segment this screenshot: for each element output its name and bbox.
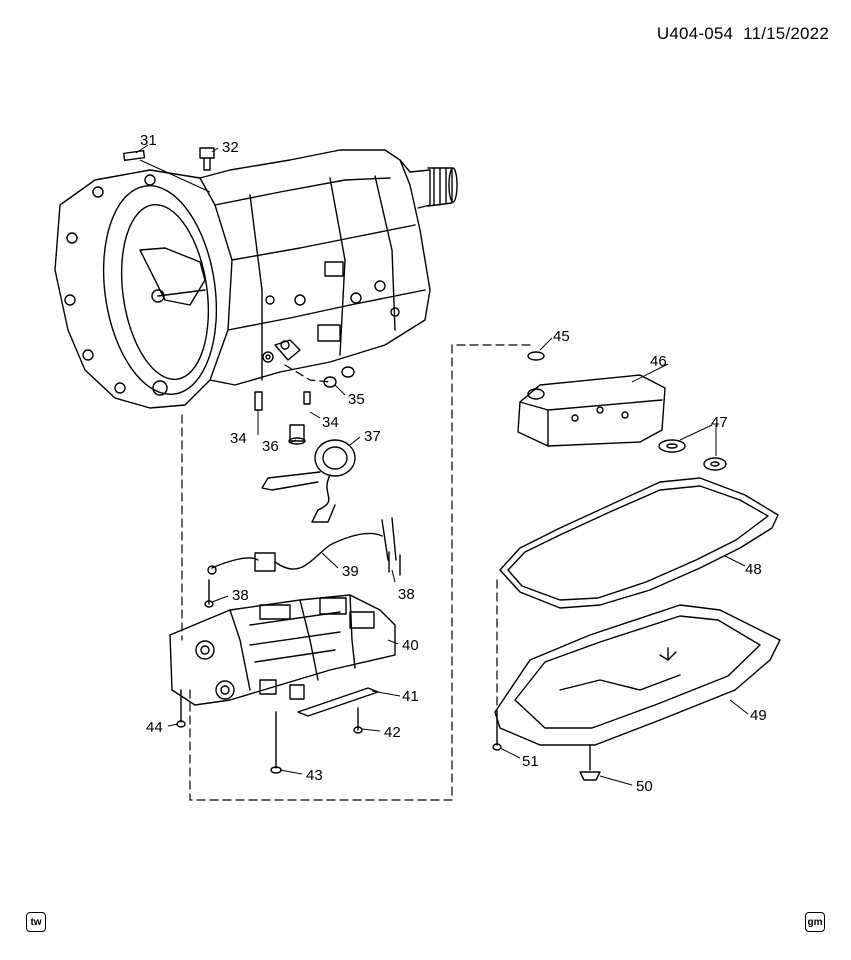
part-48-gasket bbox=[499, 477, 779, 609]
callout-31: 31 bbox=[140, 132, 157, 149]
callout-38b: 38 bbox=[398, 586, 415, 603]
callout-47: 47 bbox=[711, 414, 728, 431]
callout-43: 43 bbox=[306, 767, 323, 784]
callout-49: 49 bbox=[750, 707, 767, 724]
callout-48: 48 bbox=[745, 561, 762, 578]
transmission-case bbox=[54, 149, 458, 409]
part-36-sleeve bbox=[288, 424, 306, 445]
leader-lines bbox=[135, 144, 749, 786]
part-49-oil-pan bbox=[494, 604, 781, 746]
tw-badge-icon: tw bbox=[26, 912, 46, 932]
part-37-harness-connector bbox=[261, 439, 356, 523]
callout-41: 41 bbox=[402, 688, 419, 705]
callout-34a: 34 bbox=[230, 430, 247, 447]
part-50-drain-plug bbox=[579, 744, 601, 781]
diagram-id-header: U404-054 11/15/2022 bbox=[647, 24, 829, 44]
part-38-bolts bbox=[204, 551, 401, 608]
part-46-filter bbox=[517, 374, 666, 447]
part-31-pin bbox=[122, 149, 146, 162]
diagram-date: 11/15/2022 bbox=[743, 24, 829, 43]
part-44-bolt bbox=[176, 689, 186, 728]
part-40-valve-body bbox=[169, 594, 396, 706]
callout-32: 32 bbox=[222, 139, 239, 156]
dashed-assembly-lines bbox=[181, 344, 531, 801]
callout-51: 51 bbox=[522, 753, 539, 770]
callout-36: 36 bbox=[262, 438, 279, 455]
part-42-bolt bbox=[353, 707, 363, 734]
callout-45: 45 bbox=[553, 328, 570, 345]
part-35-plugs bbox=[323, 366, 355, 388]
callout-50: 50 bbox=[636, 778, 653, 795]
callout-46: 46 bbox=[650, 353, 667, 370]
callout-44: 44 bbox=[146, 719, 163, 736]
part-45-seal bbox=[527, 351, 545, 361]
part-47-washers bbox=[658, 439, 727, 471]
gm-logo-icon: gm bbox=[805, 912, 825, 932]
callout-labels: 31 32 34 34 35 36 37 38 38 39 40 41 42 4… bbox=[140, 132, 767, 795]
callout-39: 39 bbox=[342, 563, 359, 580]
callout-42: 42 bbox=[384, 724, 401, 741]
part-32-plug bbox=[199, 147, 215, 171]
callout-35: 35 bbox=[348, 391, 365, 408]
diagram-code: U404-054 bbox=[656, 24, 734, 43]
part-39-wiring-harness bbox=[207, 517, 397, 575]
callout-40: 40 bbox=[402, 637, 419, 654]
callout-37: 37 bbox=[364, 428, 381, 445]
part-41-bracket bbox=[297, 687, 379, 717]
part-34-pins bbox=[254, 391, 311, 411]
part-51-bolt bbox=[492, 711, 502, 751]
callout-34b: 34 bbox=[322, 414, 339, 431]
callout-38a: 38 bbox=[232, 587, 249, 604]
part-43-bolt bbox=[270, 711, 282, 774]
